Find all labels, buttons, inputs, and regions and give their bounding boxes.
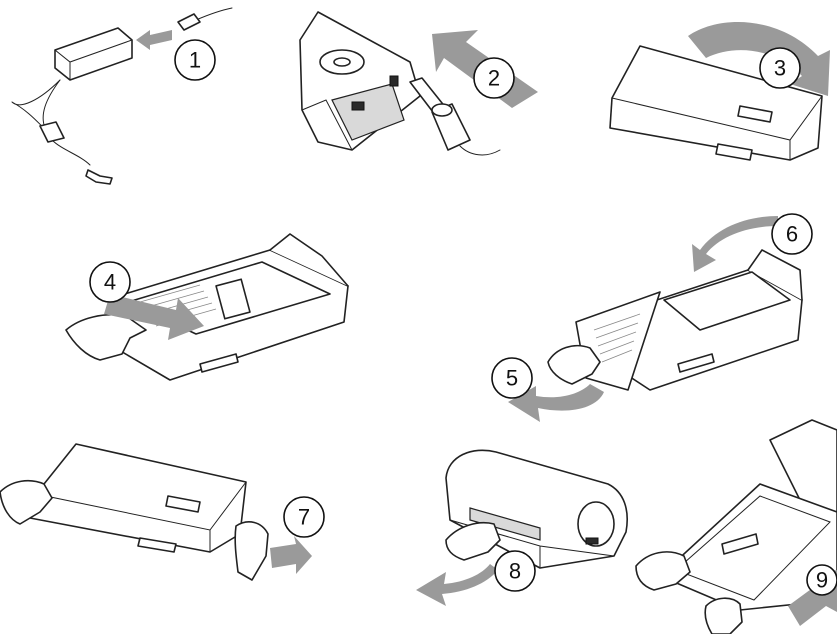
dc-cable <box>42 79 91 166</box>
step-badge-6: 6 <box>771 213 813 255</box>
step-badge-1: 1 <box>174 39 216 81</box>
hand-4 <box>65 313 147 361</box>
step-badge-9: 9 <box>806 564 837 596</box>
tray-grip <box>715 143 753 161</box>
step-label-7: 7 <box>298 505 310 530</box>
arrow-step-3 <box>688 22 830 96</box>
paper-stack-2 <box>663 271 791 331</box>
hand-7-right <box>234 521 269 581</box>
ferrite-bead-2 <box>431 103 471 151</box>
hand-7-left <box>0 479 53 525</box>
tray-grip-5 <box>677 353 715 373</box>
step-label-1: 1 <box>189 48 201 73</box>
power-cord-top <box>195 7 233 21</box>
panel-tray-inserted <box>635 419 837 634</box>
tray-handle-7 <box>165 495 201 513</box>
dc-connector <box>85 169 113 185</box>
tray-slot <box>469 507 541 541</box>
tray-grip-7 <box>137 537 177 553</box>
arrow-step-5 <box>508 384 604 422</box>
panel-insert-tray <box>416 449 628 606</box>
paper-tray-closed-7 <box>29 443 247 553</box>
printer-side-vent <box>577 501 615 547</box>
step-badge-3: 3 <box>759 47 801 89</box>
tray-handle <box>737 105 773 123</box>
arrow-step-1 <box>136 30 172 50</box>
step-badge-8: 8 <box>494 550 536 592</box>
printer-side-button <box>585 537 599 545</box>
panel-close-tray <box>0 443 312 581</box>
step-label-5: 5 <box>506 366 518 391</box>
tray-lid-open-2 <box>747 249 803 301</box>
step-label-8: 8 <box>509 559 521 584</box>
step-label-4: 4 <box>104 270 116 295</box>
power-port <box>389 75 399 87</box>
arrow-step-8 <box>416 564 498 606</box>
panel-load-paper <box>65 233 349 381</box>
usb-port <box>351 101 365 111</box>
hand-9-right <box>704 597 743 634</box>
tray-lid-open <box>269 233 349 287</box>
power-adapter-brick <box>54 27 133 81</box>
power-plug <box>177 13 201 31</box>
step-badge-5: 5 <box>491 357 533 399</box>
step-label-2: 2 <box>488 66 500 91</box>
step-label-3: 3 <box>774 56 786 81</box>
arrow-step-7 <box>270 536 312 574</box>
step-label-6: 6 <box>786 222 798 247</box>
arrow-step-6 <box>692 216 778 272</box>
printer-body-top <box>299 11 421 151</box>
hand-9-left <box>635 551 691 591</box>
printer-body-9 <box>769 419 837 521</box>
tray-handle-9 <box>721 533 759 555</box>
panel-open-tray <box>609 22 830 161</box>
step-badge-4: 4 <box>89 261 131 303</box>
step-badge-2: 2 <box>473 57 515 99</box>
tray-grip-4 <box>199 353 239 373</box>
tray-front-edge <box>111 321 345 381</box>
hand-8 <box>445 522 501 561</box>
power-cable-tail <box>459 145 501 156</box>
panel-remove-paper <box>508 216 803 422</box>
panel-power-adapter <box>11 7 233 185</box>
step-badge-7: 7 <box>283 496 325 538</box>
ferrite-bead <box>39 121 65 143</box>
step-label-9: 9 <box>816 568 828 593</box>
arrow-step-4 <box>104 294 204 340</box>
printer-port-area <box>331 83 405 141</box>
hand-5 <box>547 344 601 385</box>
